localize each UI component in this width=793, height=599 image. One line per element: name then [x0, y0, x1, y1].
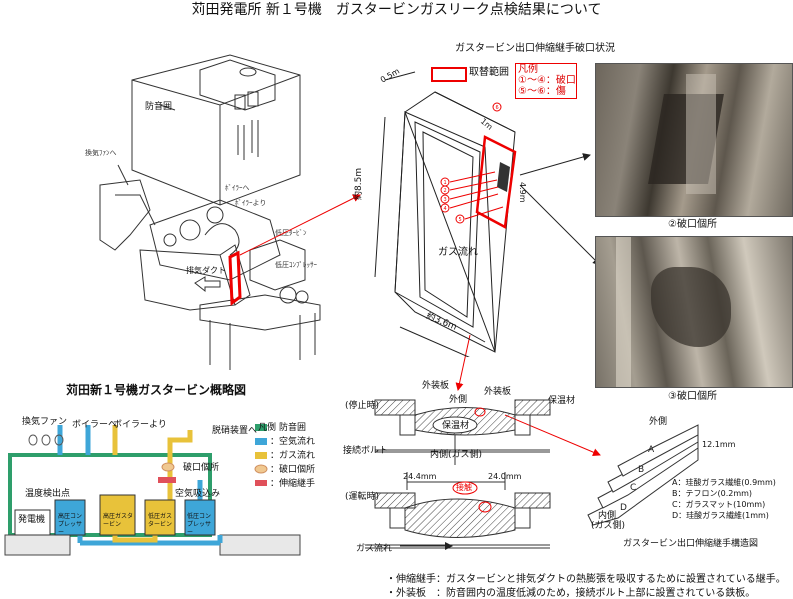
stopped-label: (停止時)	[345, 401, 380, 411]
section-gas-flow-arrow	[400, 542, 453, 550]
svg-text:B: B	[638, 465, 644, 475]
breach-legend-line2: ⑤～⑥：傷	[518, 86, 566, 97]
system-legend-item-3: ：破口個所	[270, 465, 316, 475]
structure-inner-label: 内側	[598, 511, 617, 521]
footnote-joint: ・伸縮継手：ガスタービンと排気ダクトの熱膨張を吸収するために設置されている継手。	[386, 574, 786, 585]
svg-text:C: C	[630, 483, 636, 493]
svg-text:5: 5	[459, 217, 462, 223]
insulation-label-1: 保温材	[548, 396, 576, 406]
outer-plate-label-1: 外装板	[422, 381, 450, 391]
outer-side-label: 外側	[449, 395, 468, 405]
svg-text:2: 2	[444, 188, 447, 194]
outer-plate-label-2: 外装板	[484, 387, 512, 397]
removal-range-label: 取替範囲	[469, 67, 509, 78]
layer-d: D：珪酸ガラス繊維(1mm)	[672, 511, 769, 520]
soundproof-label: 防音囲	[145, 102, 173, 112]
from-boiler-label: ボイラーより	[113, 420, 167, 430]
system-legend-item-0: ：防音囲	[270, 423, 307, 433]
air-intake-label: 空気吸込み	[175, 489, 221, 499]
lp-turbine-label: 低圧ガスタービン	[148, 513, 173, 528]
svg-text:1: 1	[444, 180, 447, 186]
insulation-label-2: 保温材	[442, 421, 470, 431]
system-flow-diagram	[4, 424, 301, 556]
layer-b: B：テフロン(0.2mm)	[672, 489, 753, 498]
system-legend-item-1: ：空気流れ	[270, 437, 316, 447]
dim-24-4: 24.4mm	[403, 472, 437, 481]
frame-gas-flow-label: ガス流れ	[438, 247, 478, 258]
structure-caption: ガスタービン出口伸縮継手構造図	[623, 539, 759, 549]
section-gas-flow-label: ガス流れ	[356, 544, 393, 554]
system-legend-item-4: ：伸縮継手	[270, 479, 316, 489]
dim-24-0: 24.0mm	[488, 472, 522, 481]
svg-text:D: D	[620, 503, 627, 513]
breach-photo-2	[595, 63, 793, 217]
generator-label: 発電機	[18, 515, 46, 525]
to-boiler-label: ボイラーへ	[72, 420, 118, 430]
svg-text:6: 6	[496, 105, 499, 111]
footnote-outer-plate: ・外装板 ：防音囲内の温度低減のため，接続ボルト上部に設置されている鉄板。	[386, 588, 756, 599]
page-title: 苅田発電所 新１号機 ガスタービンガスリーク点検結果について	[191, 2, 602, 18]
svg-text:1m: 1m	[479, 117, 495, 132]
inner-gas-side-label: 内側(ガス側)	[430, 450, 483, 460]
structure-thickness: 12.1mm	[702, 440, 736, 449]
breach-point-label: 破口個所	[183, 463, 220, 473]
bolt-label: 接続ボルト	[343, 446, 389, 456]
svg-text:A: A	[648, 445, 655, 455]
dim-height: 約8.5m	[354, 167, 364, 200]
temp-detector-label: 温度検出点	[25, 489, 71, 499]
svg-text:低圧ﾀｰﾋﾞﾝ: 低圧ﾀｰﾋﾞﾝ	[275, 228, 307, 237]
breach-legend-title: 凡例	[518, 64, 538, 75]
svg-text:4: 4	[444, 206, 447, 212]
layer-a: A：珪酸ガラス繊維(0.9mm)	[672, 478, 776, 487]
frame-diagram-title: ガスタービン出口伸縮継手破口状況	[455, 43, 615, 54]
photo-caption-2: ③破口個所	[668, 391, 717, 402]
svg-text:4.9m: 4.9m	[518, 182, 527, 203]
breach-legend: 凡例 ①～④：破口 ⑤～⑥：傷	[515, 63, 577, 99]
breach-photo-3	[595, 236, 793, 388]
plant-sketch: 換気ﾌｧﾝへ ﾎﾞｲﾗｰへ ﾎﾞｲﾗｰより 低圧ﾀｰﾋﾞﾝ 低圧ｺﾝﾌﾟﾚｯｻｰ	[85, 54, 321, 370]
denitration-label: 脱硝装置へ	[212, 426, 258, 436]
structure-gas-side-label: (ガス側)	[591, 521, 626, 531]
expansion-joint-frame: 1 2 3 4 5 6 1m 4.9m	[374, 71, 527, 357]
system-legend-item-2: ：ガス流れ	[270, 451, 316, 461]
system-legend-title: 凡例	[258, 423, 277, 433]
layer-c: C：ガラスマット(10mm)	[672, 500, 766, 509]
fan-label: 換気ファン	[22, 417, 68, 427]
hp-compressor-label: 高圧コンプレッサー	[58, 513, 83, 536]
svg-text:3: 3	[444, 197, 447, 203]
svg-text:低圧ｺﾝﾌﾟﾚｯｻｰ: 低圧ｺﾝﾌﾟﾚｯｻｰ	[275, 260, 317, 269]
breach-legend-line1: ①～④：破口	[518, 75, 576, 86]
structure-outer-label: 外側	[649, 417, 668, 427]
hp-turbine-label: 高圧ガスタービン	[103, 513, 134, 528]
joint-section-diagram	[365, 399, 551, 549]
svg-text:ﾎﾞｲﾗｰより: ﾎﾞｲﾗｰより	[235, 199, 266, 207]
lp-compressor-label: 低圧コンプレッサー	[187, 513, 212, 536]
svg-text:ﾎﾞｲﾗｰへ: ﾎﾞｲﾗｰへ	[225, 184, 250, 192]
joint-layer-structure: A B C D	[587, 424, 699, 526]
removal-range-swatch	[431, 67, 467, 82]
sketch-caption: 苅田新１号機ガスタービン概略図	[66, 383, 247, 397]
running-label: (運転時)	[345, 492, 380, 502]
contact-label: 接触	[456, 483, 472, 492]
exhaust-duct-label: 排気ダクト	[186, 266, 226, 275]
svg-text:換気ﾌｧﾝへ: 換気ﾌｧﾝへ	[85, 148, 117, 157]
photo-caption-1: ②破口個所	[668, 219, 717, 230]
